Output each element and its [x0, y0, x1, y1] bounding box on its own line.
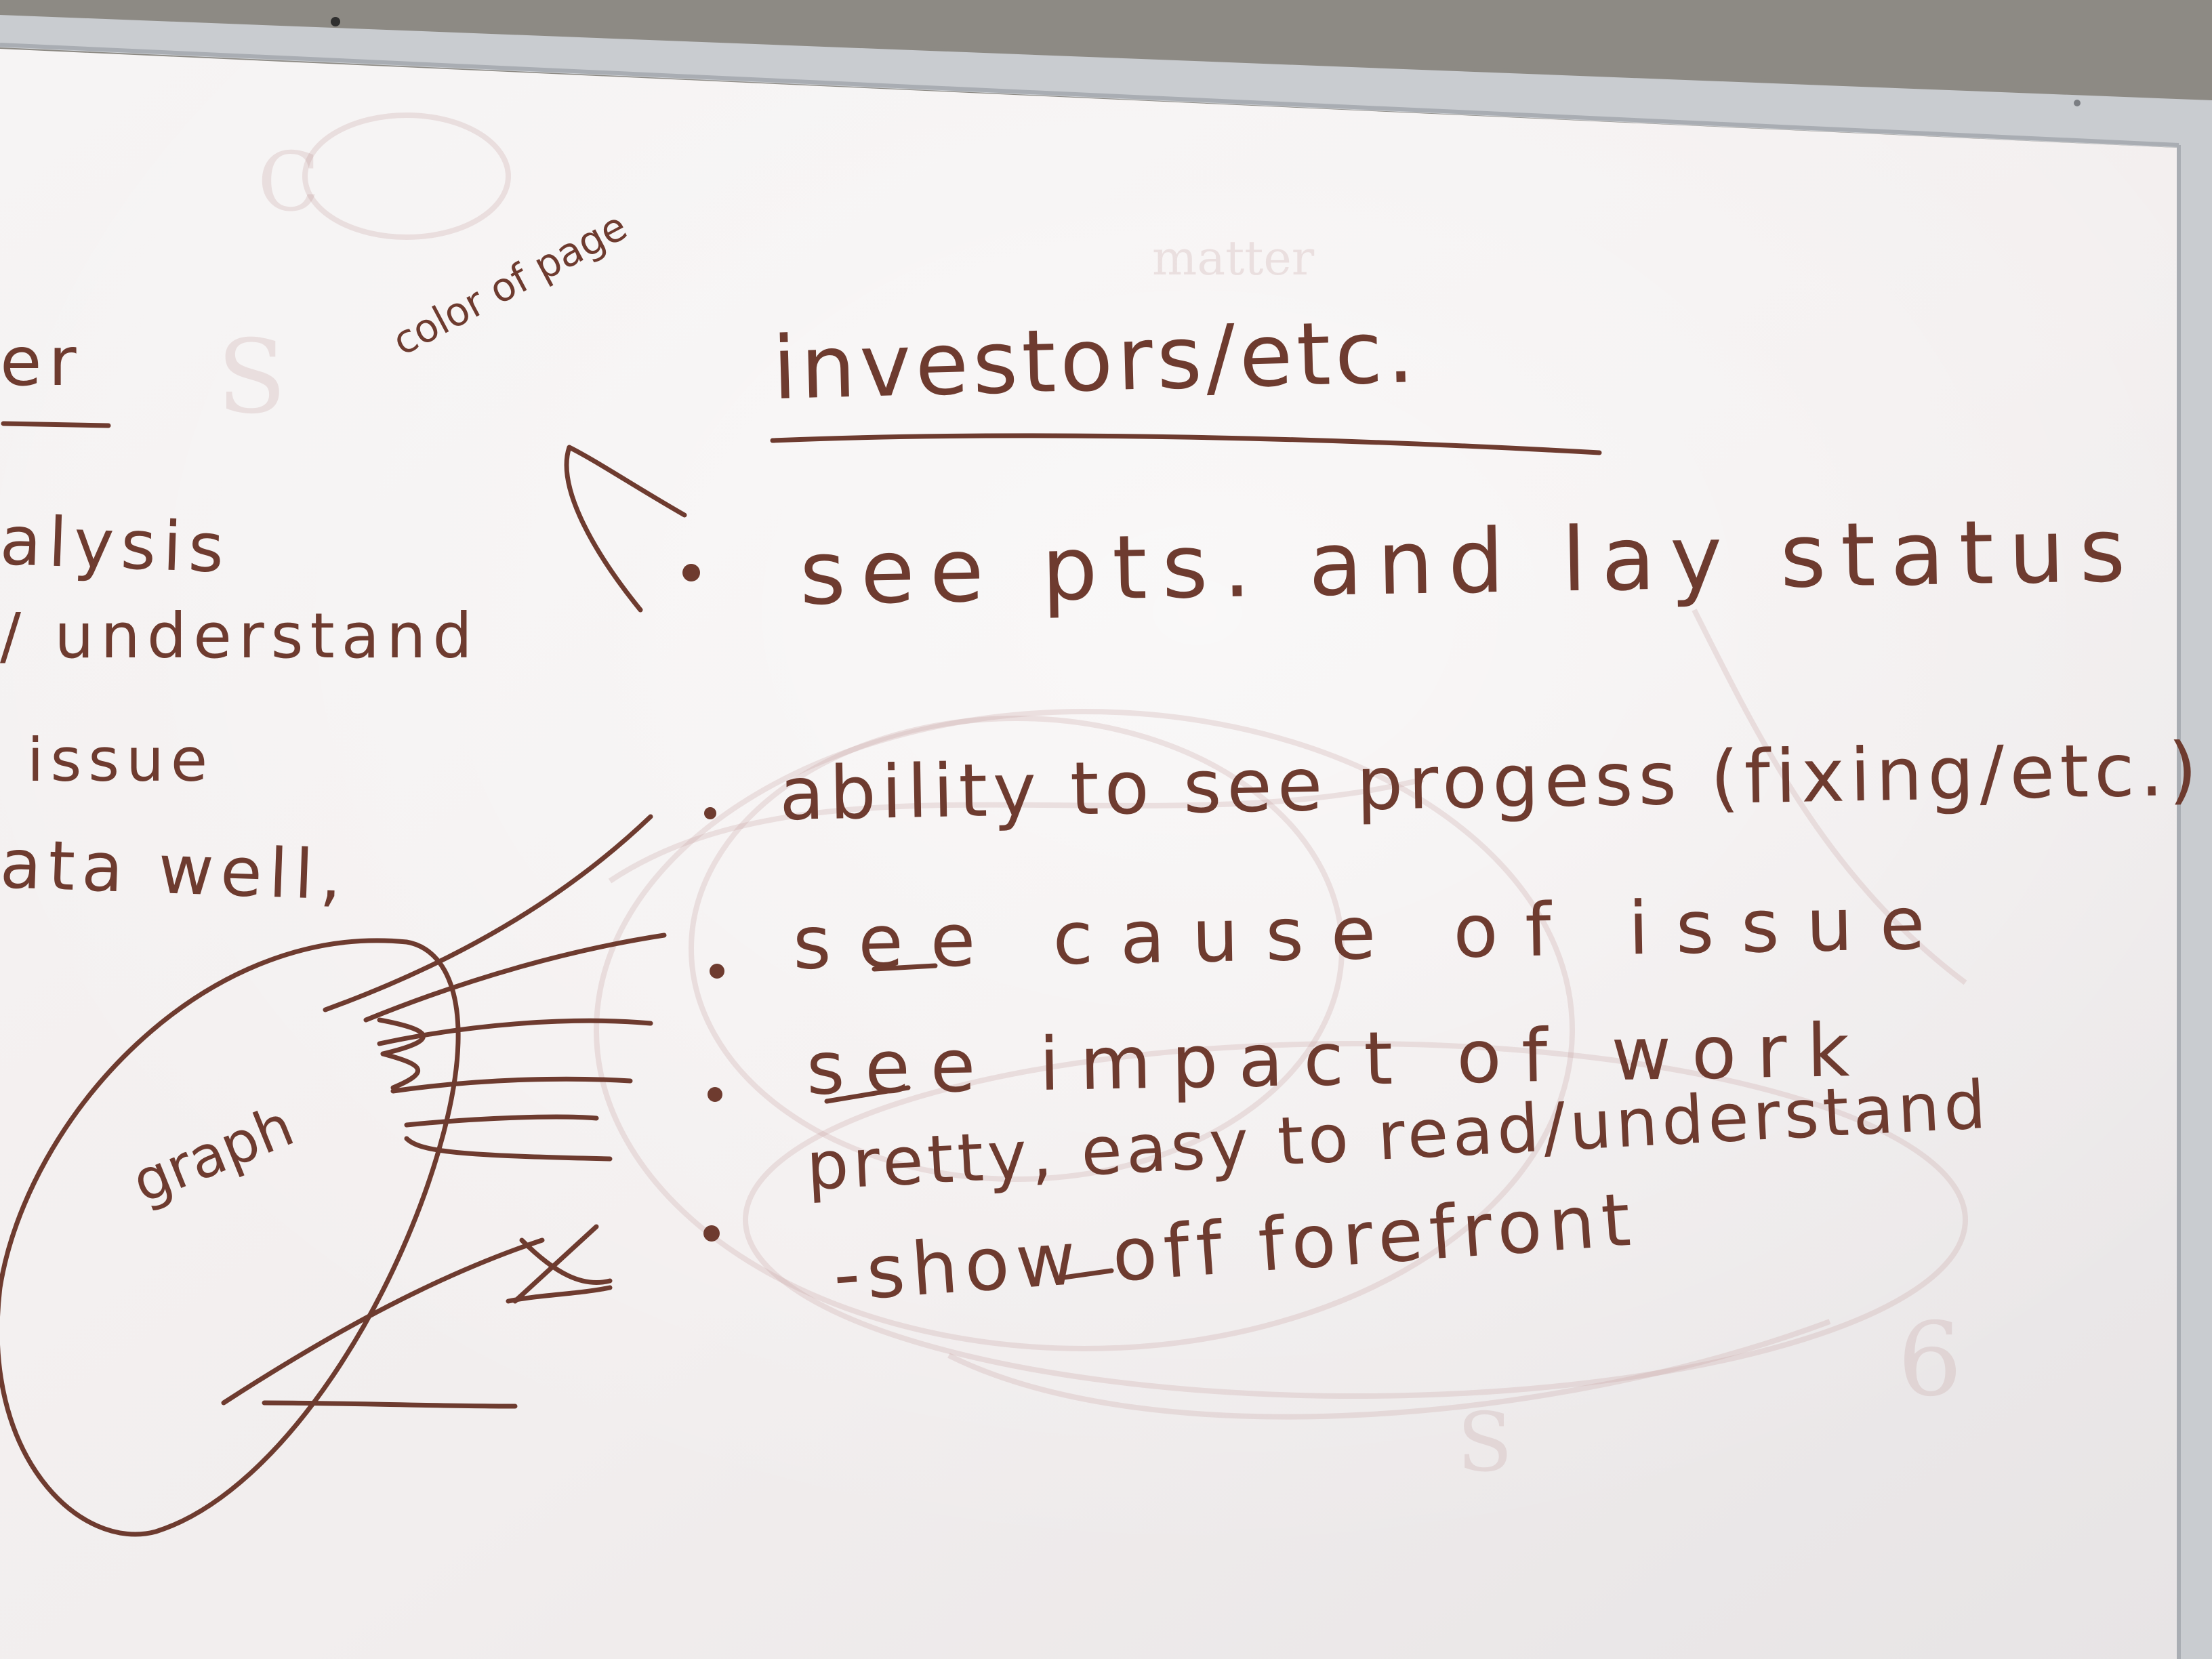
marker-strokes: [0, 421, 1602, 1537]
left-fragment: issue: [27, 725, 215, 795]
left-fragment: alysis: [0, 501, 232, 588]
faint-mark: matter: [1152, 230, 1315, 286]
wall: [0, 0, 2212, 95]
faint-mark: C: [258, 136, 320, 230]
left-fragment: ata well,: [0, 824, 350, 916]
faint-mark: 6: [1898, 1301, 1963, 1419]
erased-smudges: [302, 112, 1968, 1420]
frame-screw: [331, 17, 340, 26]
faint-mark: S: [217, 319, 287, 436]
left-fragment: er: [0, 322, 83, 401]
board-title: investors/etc.: [771, 302, 1420, 419]
faint-mark: S: [1457, 1396, 1513, 1490]
bullet-dots: [682, 564, 724, 1242]
left-fragment: / understand: [0, 600, 479, 672]
